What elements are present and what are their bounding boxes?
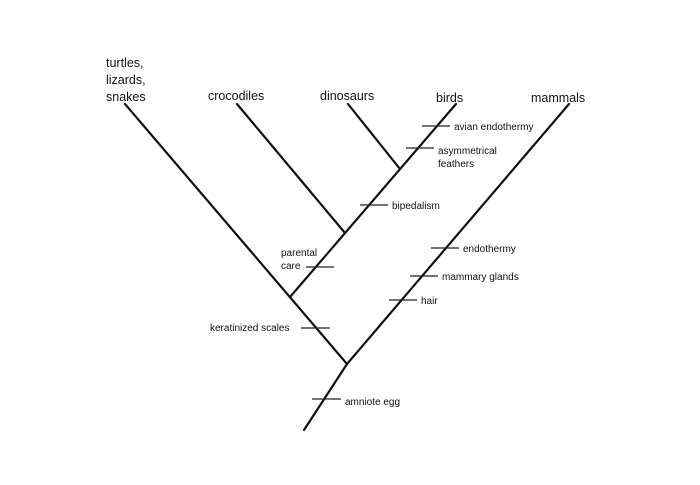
taxon-label-birds: birds <box>436 91 463 105</box>
trait-labels: avian endothermy asymmetrical feathers b… <box>210 122 534 408</box>
taxon-label-line: lizards, <box>106 73 146 87</box>
mammals-branch <box>345 102 571 366</box>
trait-label-amniote-egg: amniote egg <box>345 397 400 408</box>
trait-label-asymmetrical-feathers: asymmetrical feathers <box>438 146 500 170</box>
turtles-lizards-snakes-branch <box>123 102 349 366</box>
trait-ticks <box>301 125 459 400</box>
trait-label-line: asymmetrical <box>438 146 497 157</box>
taxon-label-dinosaurs: dinosaurs <box>320 89 374 103</box>
taxon-label-mammals: mammals <box>531 91 585 105</box>
trait-label-mammary-glands: mammary glands <box>442 272 519 283</box>
trait-label-line: feathers <box>438 159 474 170</box>
trait-label-avian-endothermy: avian endothermy <box>454 122 534 133</box>
trunk-branch <box>302 362 349 432</box>
trait-label-endothermy: endothermy <box>463 244 516 255</box>
taxon-label-line: turtles, <box>106 56 144 70</box>
dinosaurs-branch <box>346 102 402 171</box>
cladogram-branches <box>123 102 571 432</box>
taxon-label-crocodiles: crocodiles <box>208 89 264 103</box>
trait-label-hair: hair <box>421 296 438 307</box>
crocodiles-branch <box>235 102 347 235</box>
trait-label-parental-care: parental care <box>281 248 320 272</box>
taxon-labels: turtles, lizards, snakes crocodiles dino… <box>106 56 585 105</box>
trait-label-keratinized-scales: keratinized scales <box>210 323 289 334</box>
taxon-label-line: snakes <box>106 90 146 104</box>
trait-label-line: parental <box>281 248 317 259</box>
taxon-label-turtles-lizards-snakes: turtles, lizards, snakes <box>106 56 149 104</box>
trait-label-bipedalism: bipedalism <box>392 201 440 212</box>
archosaur-branch <box>288 102 458 299</box>
trait-label-line: care <box>281 261 301 272</box>
